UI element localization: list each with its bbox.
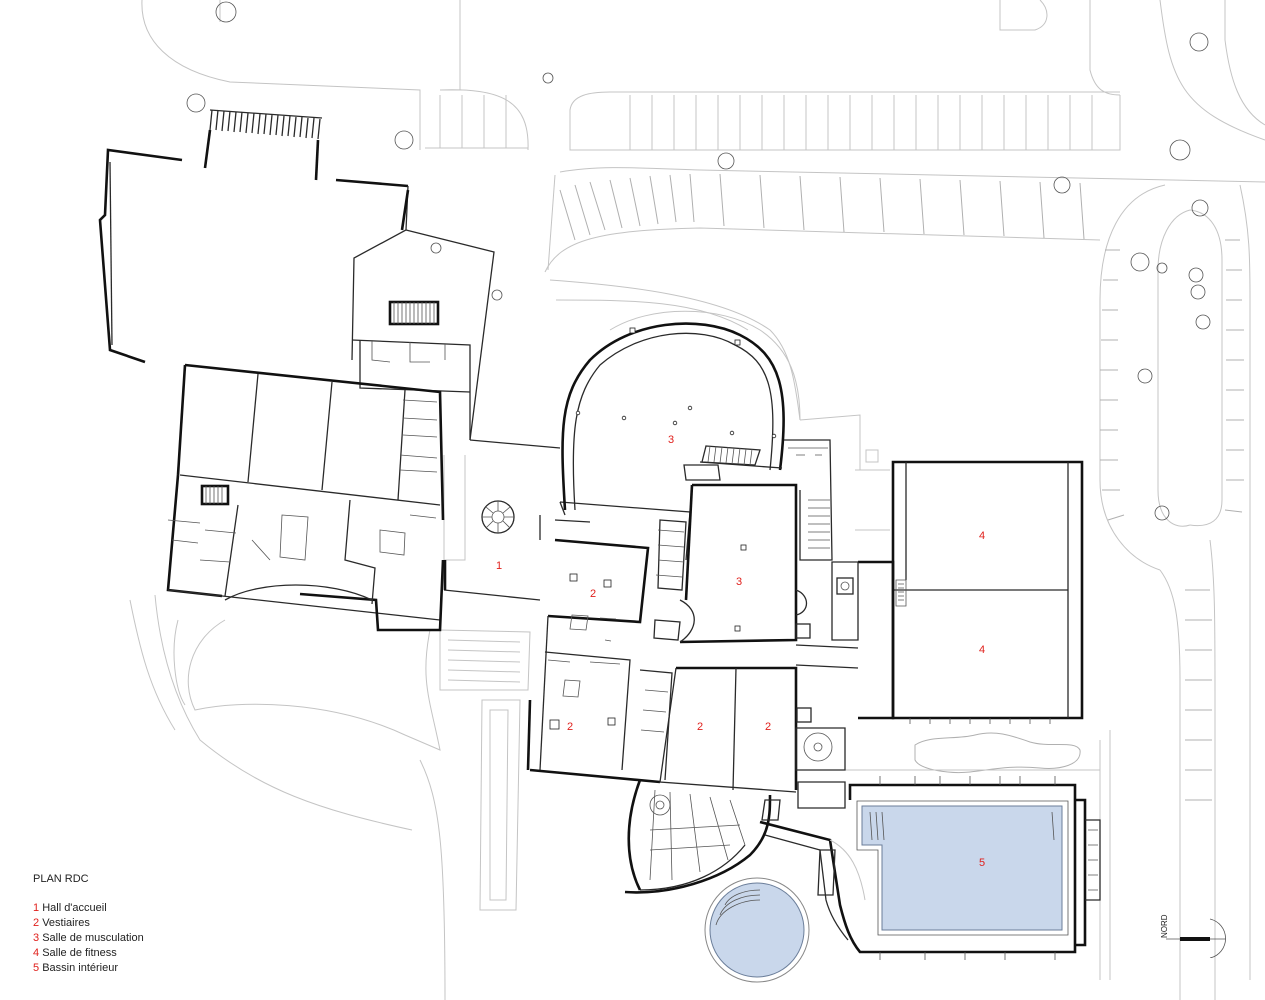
room-label: 3 — [736, 576, 742, 588]
spiral-terrace — [624, 779, 781, 894]
legend-item: 3 Salle de musculation — [33, 932, 144, 944]
weights-room — [559, 310, 861, 516]
west-wing — [98, 109, 495, 632]
legend-item: 2 Vestiaires — [33, 917, 90, 929]
legend-item: 5 Bassin intérieur — [33, 962, 119, 974]
room-numbers: 1 2 2 2 2 3 3 4 4 5 — [496, 434, 985, 869]
room-label: 2 — [765, 721, 771, 733]
room-label: 3 — [668, 434, 674, 446]
plan-title: PLAN RDC — [33, 873, 89, 885]
weights-room-2 — [679, 439, 833, 644]
site-context — [129, 0, 1265, 1000]
legend-item: 1 Hall d'accueil — [33, 902, 107, 914]
legend-item: 4 Salle de fitness — [33, 947, 117, 959]
fitness-block — [795, 449, 1084, 724]
legend: PLAN RDC 1 Hall d'accueil 2 Vestiaires 3… — [33, 872, 144, 976]
outdoor-pool — [704, 877, 810, 983]
tree-icons — [186, 1, 1211, 521]
room-label: 2 — [567, 721, 573, 733]
pool-hall — [759, 776, 1101, 960]
room-label: 5 — [979, 857, 985, 869]
room-label: 2 — [697, 721, 703, 733]
room-label: 2 — [590, 588, 596, 600]
room-label: 1 — [496, 560, 502, 572]
lockers-south — [659, 666, 846, 793]
north-label: NORD — [1160, 914, 1169, 938]
room-label: 4 — [979, 644, 985, 656]
room-label: 4 — [979, 530, 985, 542]
north-arrow-icon — [1166, 918, 1226, 958]
